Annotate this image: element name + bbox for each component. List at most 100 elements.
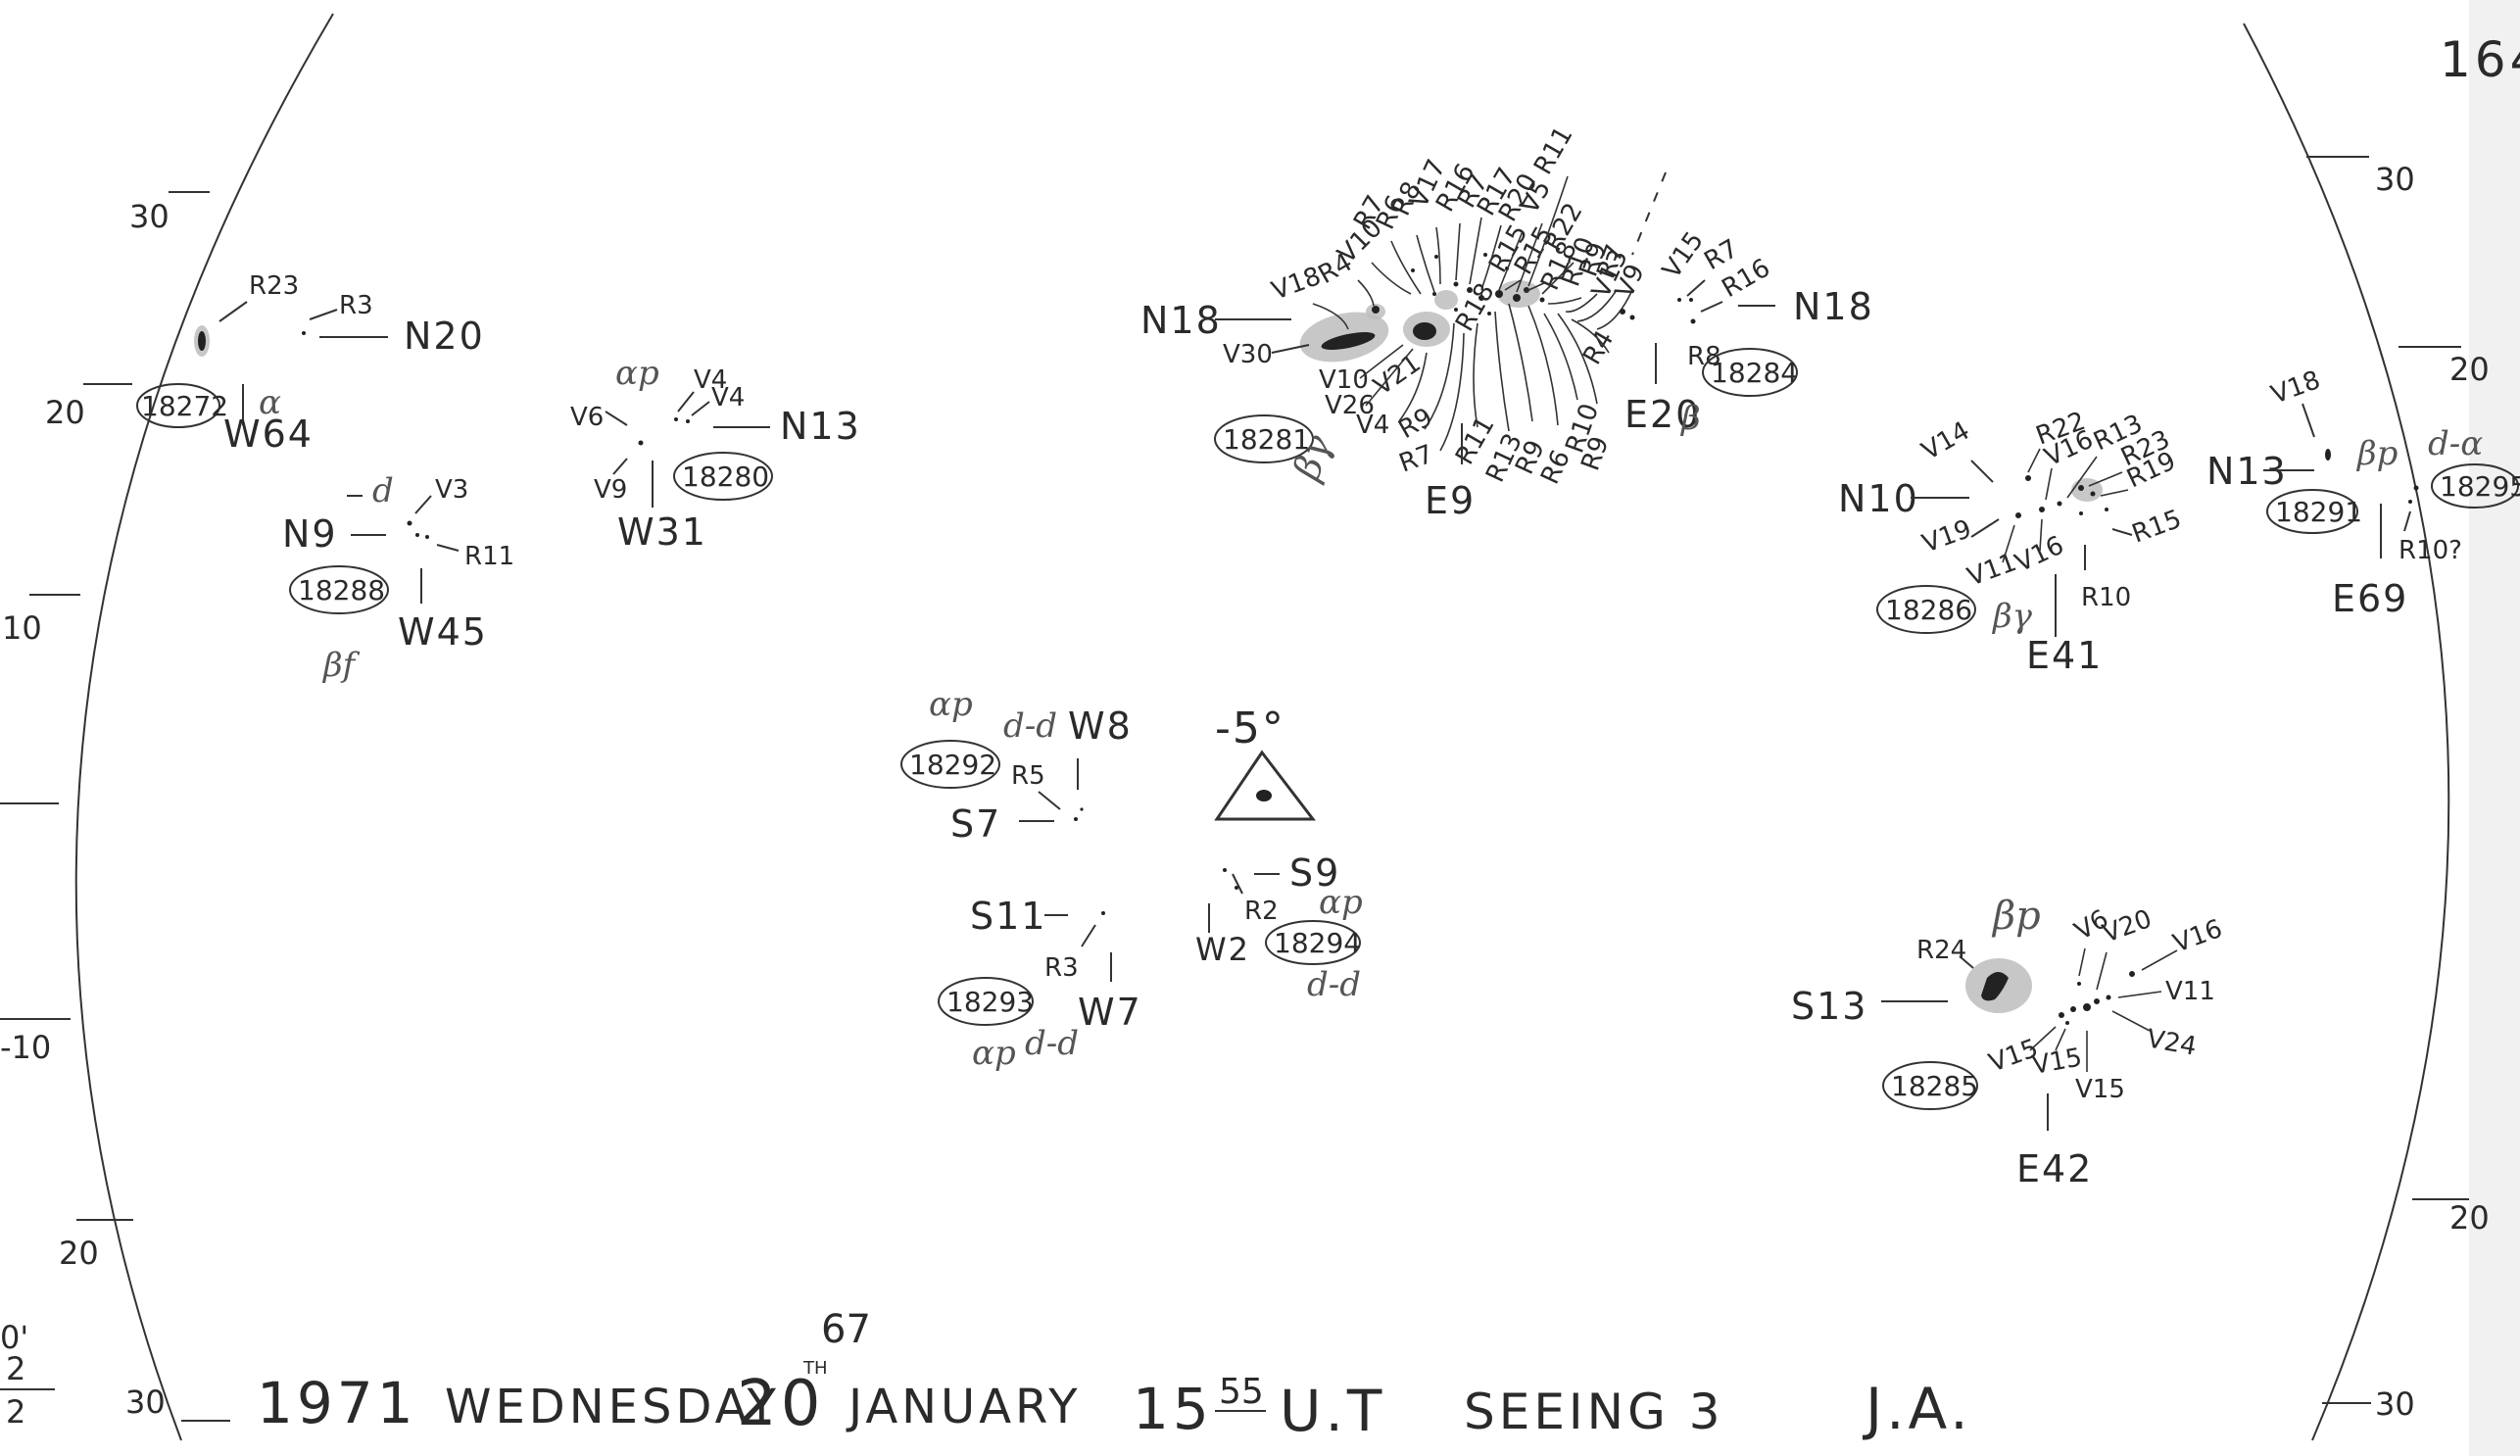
spot-label: V21	[1369, 349, 1427, 402]
group-longitude: E41	[2026, 634, 2103, 677]
group-number: 18291	[2275, 496, 2362, 528]
group-number: 18292	[909, 749, 996, 781]
lat-tick-label: 30	[129, 198, 170, 235]
footer-minute: 55	[1219, 1372, 1264, 1412]
footer-time-unit: U.T	[1280, 1378, 1385, 1444]
group-number: 18288	[298, 574, 385, 607]
group-longitude: W8	[1068, 704, 1133, 748]
spot-label: V3	[435, 475, 468, 505]
group-longitude: W31	[617, 510, 707, 554]
spot-label: V4	[694, 365, 727, 395]
spot-label: V6	[570, 403, 604, 432]
edge-note: 0'	[0, 1319, 28, 1356]
paper-edge	[2469, 0, 2520, 1456]
group-class: α	[259, 383, 281, 422]
group-latitude: N18	[1793, 285, 1874, 328]
lat-tick-label: 30	[125, 1383, 166, 1421]
spot-label: R11	[464, 542, 514, 571]
group-number: 18285	[1891, 1070, 1978, 1102]
group-class: αp	[615, 354, 659, 393]
latitude-scale-right: 30 20 20 30	[2306, 156, 2490, 1423]
group-number: 18280	[682, 461, 769, 493]
lat-tick-label: 20	[59, 1235, 99, 1272]
group-longitude: E9	[1425, 479, 1476, 522]
spot-label: V20	[2099, 904, 2156, 949]
group-18280: αp V4 V4 V6 N13 V9 18280 W31	[570, 354, 859, 554]
group-number: 18272	[141, 390, 228, 422]
group-zurich-class: d-d	[1003, 706, 1057, 746]
footer-day: 20	[737, 1368, 824, 1440]
spot-label: R10?	[2399, 536, 2462, 565]
spot-label: V10	[1319, 365, 1369, 395]
spot-label: V9	[594, 475, 627, 505]
center-marker-label: -5°	[1215, 704, 1285, 753]
group-18295: d-α 18295	[2428, 424, 2520, 509]
group-longitude: W64	[223, 413, 314, 456]
spot-label: R4	[1577, 326, 1620, 370]
lat-tick-label: 20	[2449, 1199, 2490, 1237]
lat-tick-label: 20	[2449, 351, 2490, 388]
group-latitude: N9	[282, 512, 338, 556]
group-latitude: N18	[1140, 299, 1222, 342]
spot-label: R23	[249, 271, 299, 301]
group-longitude: E42	[2016, 1147, 2093, 1190]
lat-tick-label: 30	[2375, 161, 2415, 198]
group-latitude: N10	[1838, 477, 1919, 520]
group-18272: R23 R3 N20 18272 α W64	[136, 271, 483, 456]
lat-tick-label: 30	[2375, 1385, 2415, 1423]
group-class: αp	[1319, 883, 1363, 922]
group-zurich-class: d-d	[1307, 965, 1361, 1004]
observation-footer: 1971 WEDNESDAY 20 TH 67 JANUARY 15 55 U.…	[257, 1307, 1972, 1444]
spot-label: V19	[1918, 514, 1975, 559]
spot-label: R10	[2081, 583, 2131, 612]
lat-tick-label: 20	[45, 394, 85, 431]
footer-hour: 15	[1133, 1376, 1213, 1442]
spot-label: V11	[2165, 977, 2215, 1006]
group-longitude: W45	[398, 610, 488, 654]
spot-label: V24	[2145, 1024, 2199, 1061]
group-class: βp	[2355, 434, 2398, 473]
group-18291: V18 N13 βp 18291 R10? E69	[2206, 365, 2462, 620]
group-latitude: S11	[970, 895, 1046, 938]
footer-observer: J.A.	[1863, 1376, 1972, 1442]
footer-month: JANUARY	[846, 1380, 1082, 1434]
group-class: αp	[929, 685, 973, 724]
group-zurich-class: d	[372, 471, 394, 510]
spot-label: V15	[2075, 1075, 2125, 1104]
group-number: 18286	[1885, 594, 1972, 626]
group-number: 18284	[1711, 357, 1798, 389]
group-zurich-class: d-d	[1025, 1024, 1079, 1063]
group-18286: N10 V14 R22 V16 R13 R23 R19 V19 R15 V11 …	[1838, 407, 2185, 677]
solar-limb-left	[74, 13, 334, 1441]
spot-label: R7	[1395, 440, 1437, 479]
spot-label: R18	[1450, 278, 1501, 336]
spot-label: V14	[1917, 416, 1975, 466]
group-class: βf	[321, 646, 361, 685]
group-longitude: E69	[2332, 577, 2408, 620]
group-latitude: S9	[1289, 851, 1340, 895]
spot-label: R11	[1528, 121, 1579, 179]
spot-label: R15	[2128, 505, 2185, 550]
lat-tick-label: -10	[0, 1029, 51, 1066]
group-number: 18281	[1223, 423, 1310, 456]
spot-label: R5	[1011, 761, 1045, 791]
group-longitude: W2	[1195, 931, 1250, 968]
group-18281: N18 V18 R4 V10 R7 R6 R8 V17 R16 R7 R17 R…	[1140, 121, 1633, 522]
group-class: βγ	[1991, 597, 2033, 636]
footer-weekday: WEDNESDAY	[445, 1380, 780, 1434]
spot-label: R2	[1244, 897, 1279, 926]
group-latitude: S13	[1791, 985, 1867, 1028]
group-number: 18294	[1274, 927, 1361, 959]
footer-rotation-note: 67	[821, 1307, 871, 1352]
group-18288: d N9 V3 R11 18288 βf W45	[282, 471, 514, 685]
group-longitude: E20	[1624, 393, 1701, 436]
edge-note: 2	[6, 1393, 25, 1431]
group-class: β	[1679, 399, 1701, 438]
group-number: 18293	[946, 986, 1034, 1018]
spot-label: V4	[1356, 411, 1389, 440]
edge-note: 2	[6, 1350, 25, 1387]
footer-day-suffix: TH	[802, 1358, 828, 1379]
group-18292: αp d-d W8 18292 R5 S7	[900, 685, 1133, 846]
spot-label: R9	[1394, 403, 1438, 445]
spot-label: V18	[2267, 365, 2324, 411]
